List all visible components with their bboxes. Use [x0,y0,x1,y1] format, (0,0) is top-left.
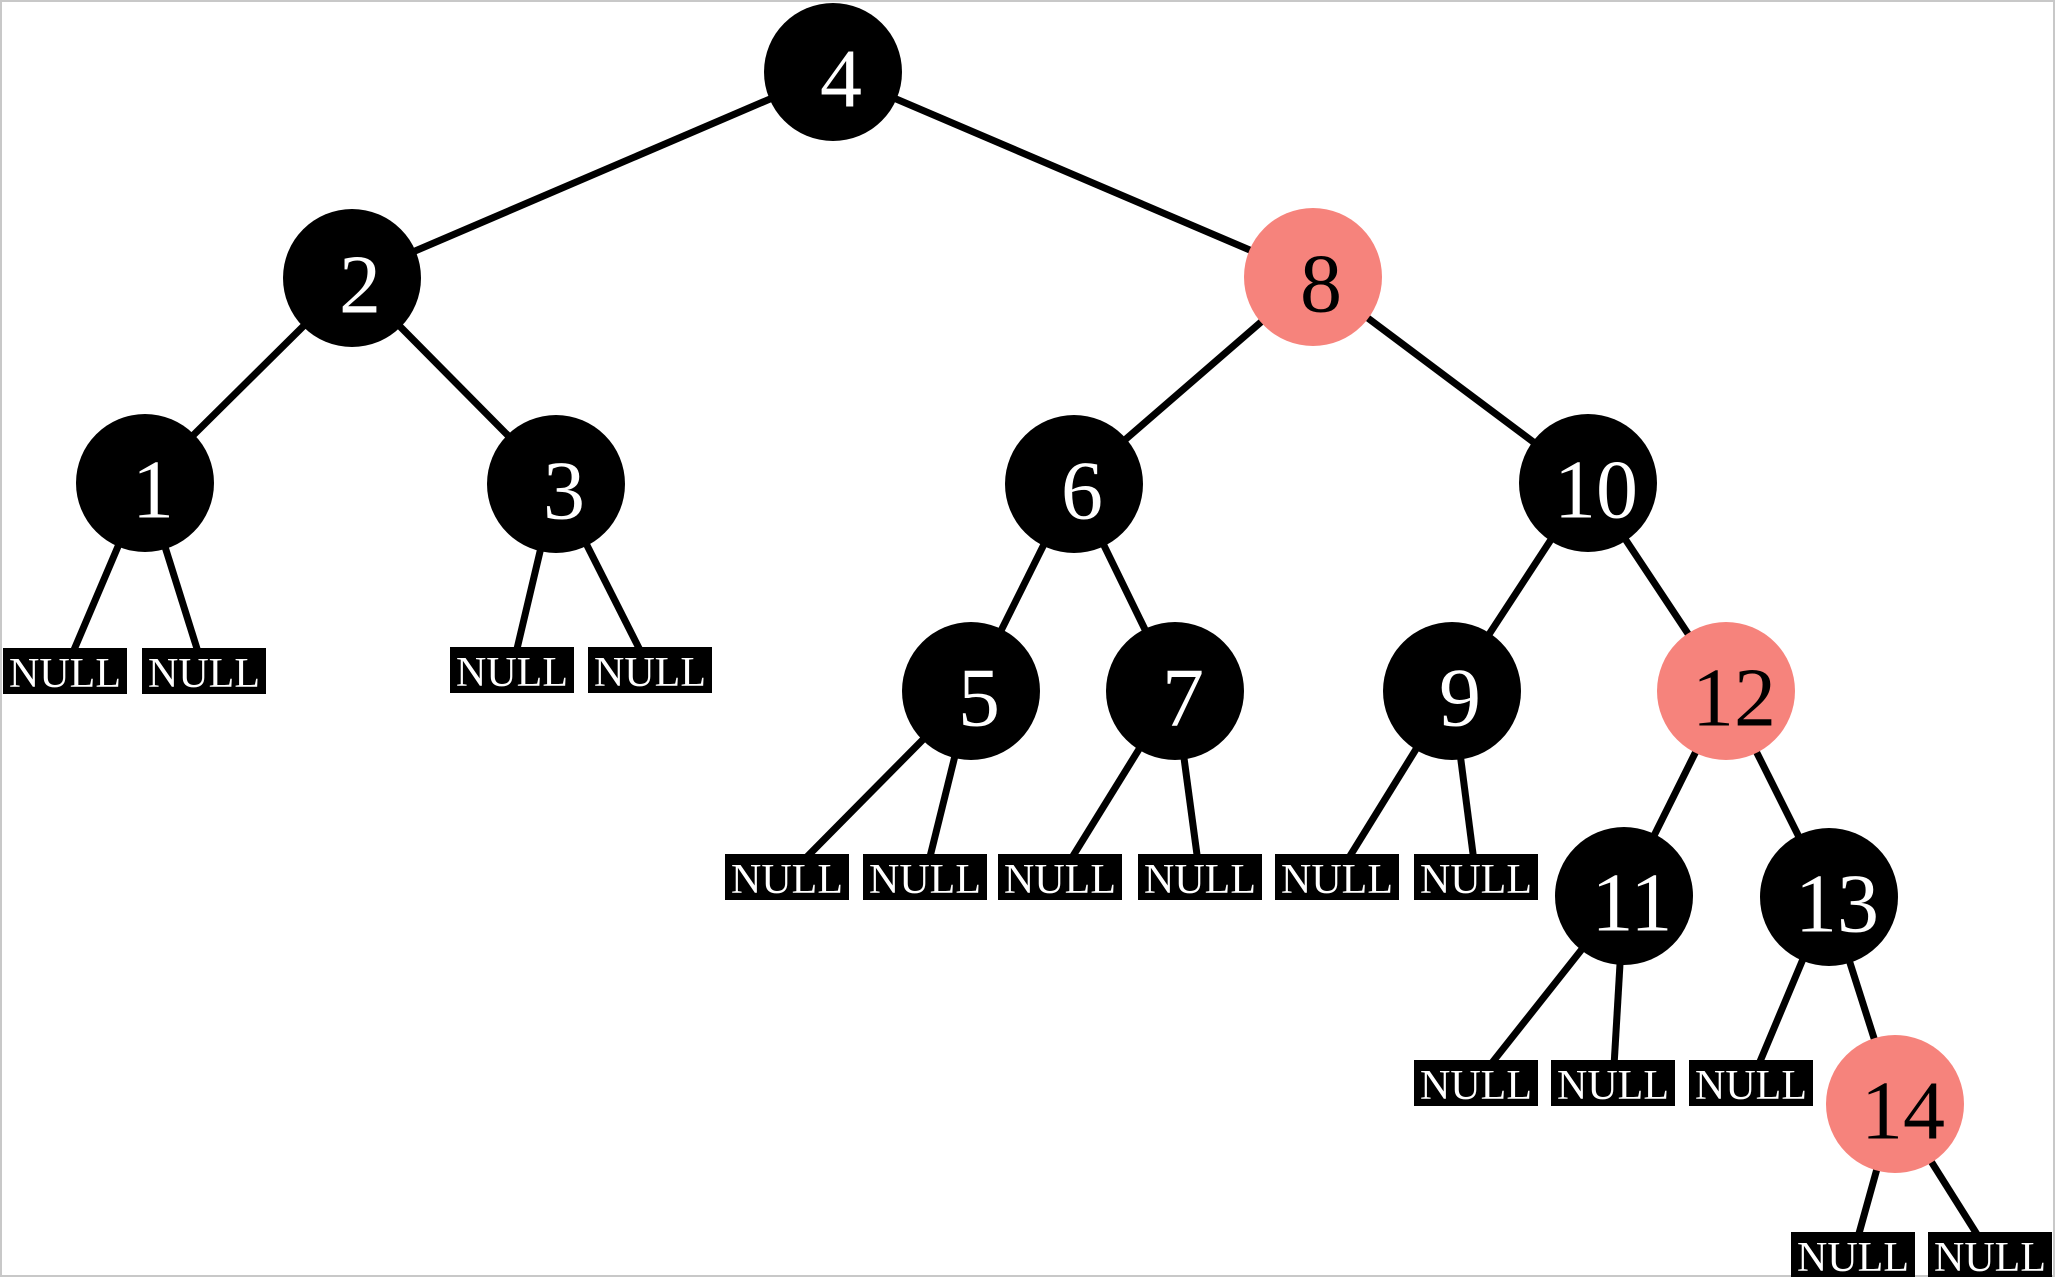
null-leaf-L8 [1138,854,1262,900]
tree-node-label-4: 4 [820,33,862,126]
tree-node-4 [764,3,902,141]
null-leaf-label-L11: NULL [1420,1063,1532,1109]
tree-node-10 [1519,414,1657,552]
tree-node-label-11: 11 [1592,857,1673,950]
null-leaf-L6 [863,854,987,900]
null-leaf-L12 [1551,1060,1675,1106]
null-leaf-label-L14: NULL [1797,1235,1909,1277]
tree-node-label-14: 14 [1861,1065,1945,1158]
null-leaf-L9 [1275,854,1399,900]
null-leaf-L11 [1414,1060,1538,1106]
tree-node-14 [1826,1035,1964,1173]
tree-node-3 [487,415,625,553]
null-leaf-L4 [588,647,712,693]
null-leaf-L14 [1791,1232,1915,1277]
tree-node-label-8: 8 [1300,238,1342,331]
tree-node-2 [283,209,421,347]
null-leaf-L13 [1689,1060,1813,1106]
null-leaf-label-L6: NULL [869,857,981,903]
tree-node-9 [1383,622,1521,760]
null-leaf-label-L9: NULL [1281,857,1393,903]
null-leaf-L2 [142,648,266,694]
null-leaf-label-L13: NULL [1695,1063,1807,1109]
null-leaf-label-L8: NULL [1144,857,1256,903]
tree-node-6 [1005,415,1143,553]
tree-edge-n4-n8 [831,68,1315,281]
null-leaf-label-L5: NULL [731,857,843,903]
null-leaf-label-L12: NULL [1557,1063,1669,1109]
null-leaf-L10 [1414,854,1538,900]
tree-node-label-5: 5 [958,652,1000,745]
tree-node-8 [1244,208,1382,346]
null-leaf-label-L7: NULL [1004,857,1116,903]
null-leaf-label-L3: NULL [456,650,568,696]
tree-node-13 [1760,828,1898,966]
tree-node-label-6: 6 [1061,445,1103,538]
tree-node-label-7: 7 [1162,652,1204,745]
tree-node-7 [1106,622,1244,760]
tree-node-label-3: 3 [543,445,585,538]
null-leaf-L7 [998,854,1122,900]
tree-node-label-12: 12 [1692,652,1776,745]
null-leaf-label-L1: NULL [9,651,121,697]
tree-node-label-13: 13 [1795,858,1879,951]
tree-node-label-2: 2 [339,239,381,332]
tree-node-12 [1657,622,1795,760]
tree-node-5 [902,622,1040,760]
null-leaf-label-L4: NULL [594,650,706,696]
null-leaf-label-L15: NULL [1934,1235,2046,1277]
tree-edge-n4-n2 [350,68,835,282]
null-leaf-label-L10: NULL [1420,857,1532,903]
null-leaves-layer: NULL NULL NULL NULL NULL NULL NULL NULL NULL NULL… [3,647,2052,1277]
null-leaf-label-L2: NULL [148,651,260,697]
tree-node-11 [1555,827,1693,965]
null-leaf-L3 [450,647,574,693]
null-leaf-L1 [3,648,127,694]
tree-node-label-1: 1 [132,444,174,537]
tree-node-1 [76,414,214,552]
null-leaf-L5 [725,854,849,900]
null-leaf-L15 [1928,1232,2052,1277]
tree-node-label-10: 10 [1554,444,1638,537]
tree-node-label-9: 9 [1439,652,1481,745]
